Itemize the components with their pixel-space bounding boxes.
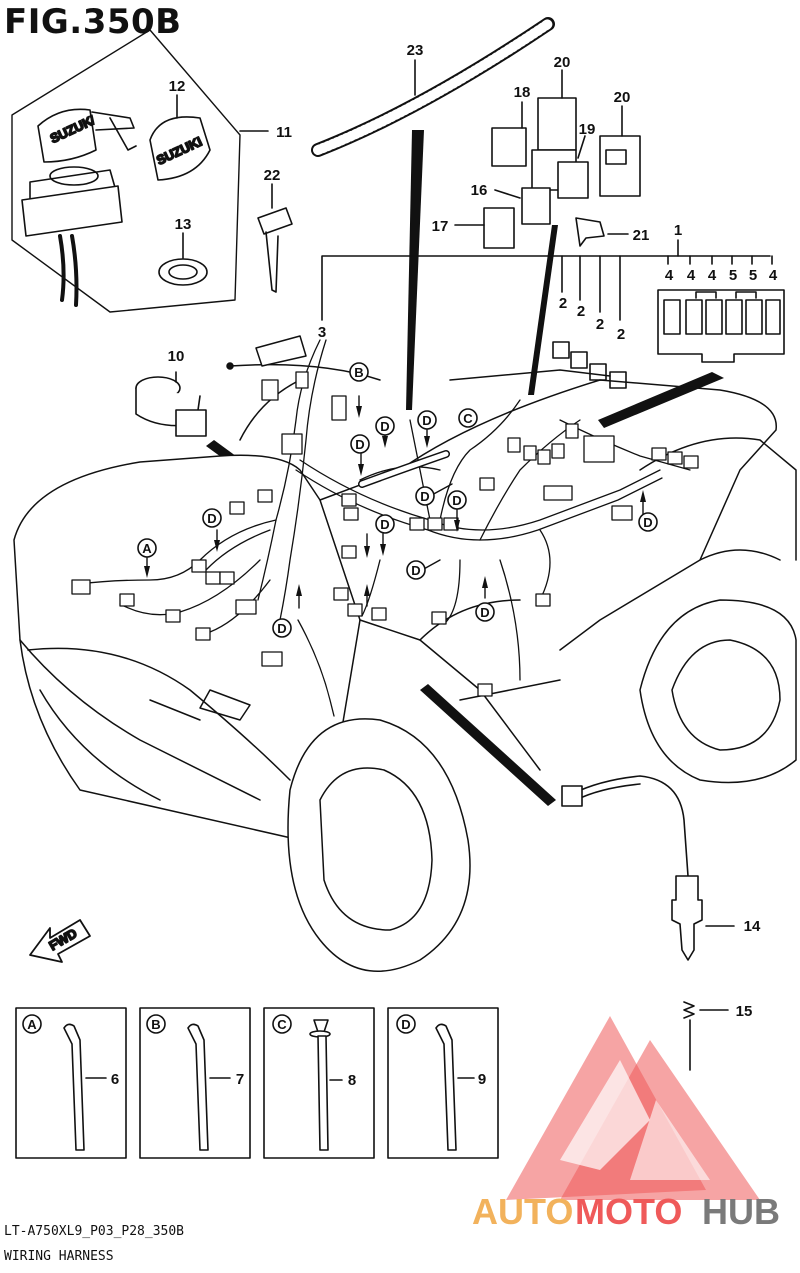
corrugated-tube-23	[311, 17, 555, 410]
part-3-label: 3	[318, 324, 326, 341]
detail-b-label: B	[151, 1017, 160, 1032]
clamp-d-label: D	[411, 563, 420, 578]
fwd-arrow: FWD	[29, 919, 91, 963]
part-19-label: 19	[579, 121, 596, 138]
automotohub-watermark: AUTO MOTO HUB	[472, 1016, 780, 1232]
part-23-label: 23	[407, 42, 424, 59]
clamp-d-label: D	[420, 489, 429, 504]
part-1-label: 1	[674, 222, 682, 239]
clamp-d-label: D	[380, 419, 389, 434]
part-16-label: 16	[471, 182, 488, 199]
clamp-d-label: D	[380, 517, 389, 532]
part-9-label: 9	[478, 1071, 486, 1088]
part-2-label: 2	[596, 316, 604, 333]
part-2-label: 2	[577, 303, 585, 320]
part-number-labels: 1 2 2 2 2 3 4 4 4 5 5 4 6 7 8 9 10 11 12…	[111, 42, 778, 1089]
fuse-box-1	[321, 239, 785, 428]
ignition-switch-group: SUZUKI SUZUKI	[11, 29, 269, 313]
part-20-label: 20	[614, 89, 631, 106]
relay-group	[454, 69, 641, 395]
watermark-moto: MOTO	[575, 1191, 682, 1232]
figure-title: FIG.350B	[4, 2, 182, 42]
diagram-caption: WIRING HARNESS	[4, 1249, 114, 1264]
sensor-pointer	[420, 684, 556, 806]
clamp-label-circles	[22, 362, 658, 1034]
part-17-label: 17	[432, 218, 449, 235]
detail-d-label: D	[401, 1017, 410, 1032]
detail-a-label: A	[27, 1017, 37, 1032]
part-10-label: 10	[168, 348, 185, 365]
part-6-label: 6	[111, 1071, 119, 1088]
clamp-arrows	[144, 406, 646, 596]
sensor-14	[561, 775, 735, 1071]
watermark-hub: HUB	[702, 1191, 780, 1232]
clamp-label-letters: A D B D D D C D D D D D D D A B C D	[27, 365, 652, 1032]
part-4-label: 4	[708, 267, 717, 284]
clamp-d-label: D	[643, 515, 652, 530]
clamp-c-label: C	[463, 411, 473, 426]
key-22	[257, 183, 293, 293]
clamp-d-label: D	[207, 511, 216, 526]
part-21-label: 21	[633, 227, 650, 244]
clamp-d-label: D	[355, 437, 364, 452]
part-8-label: 8	[348, 1072, 356, 1089]
part-4-label: 4	[769, 267, 778, 284]
part-13-label: 13	[175, 216, 192, 233]
part-14-label: 14	[744, 918, 761, 935]
part-22-label: 22	[264, 167, 281, 184]
part-11-label: 11	[276, 124, 292, 141]
part-2-label: 2	[617, 326, 625, 343]
diagram-code: LT-A750XL9_P03_P28_350B	[4, 1224, 185, 1239]
clamp-d-label: D	[452, 493, 461, 508]
part-5-label: 5	[729, 267, 737, 284]
clamp-d-label: D	[277, 621, 286, 636]
part-5-label: 5	[749, 267, 757, 284]
part-15-label: 15	[736, 1003, 753, 1020]
part-7-label: 7	[236, 1071, 244, 1088]
watermark-auto: AUTO	[472, 1191, 573, 1232]
clamp-detail-boxes	[15, 1007, 499, 1159]
clamp-d-label: D	[480, 605, 489, 620]
atv-body	[13, 335, 797, 972]
part-4-label: 4	[687, 267, 696, 284]
clamp-d-label: D	[422, 413, 431, 428]
detail-c-label: C	[277, 1017, 287, 1032]
part-4-label: 4	[665, 267, 674, 284]
clamp-b-label: B	[354, 365, 363, 380]
part-2-label: 2	[559, 295, 567, 312]
part-12-label: 12	[169, 78, 186, 95]
main-wiring-harness-3	[71, 339, 699, 717]
part-18-label: 18	[514, 84, 531, 101]
part-20-label: 20	[554, 54, 571, 71]
clamp-a-label: A	[142, 541, 152, 556]
